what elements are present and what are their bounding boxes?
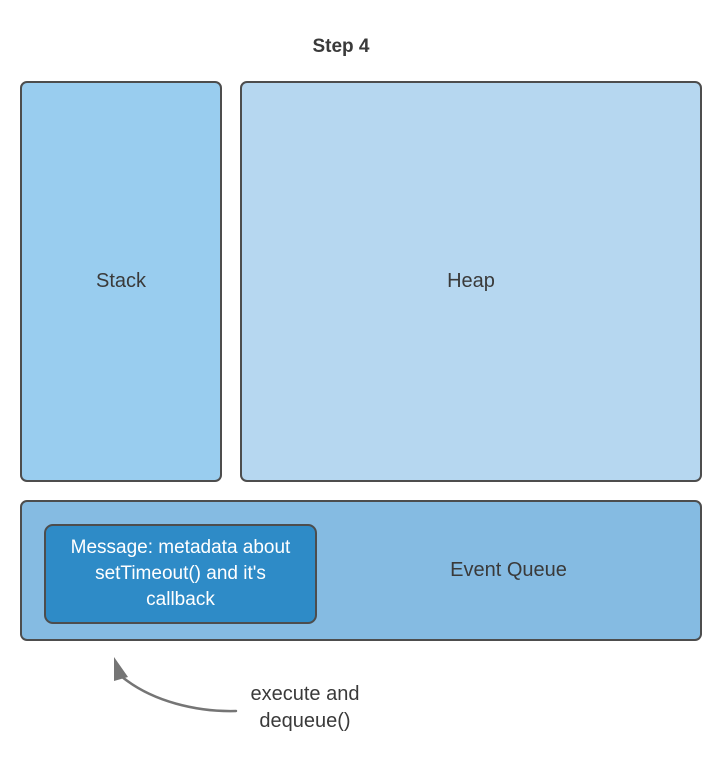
- diagram-title: Step 4: [312, 36, 370, 57]
- stack-box: Stack: [20, 81, 222, 482]
- annotation-line: dequeue(): [259, 710, 351, 732]
- annotation-line: execute and: [250, 683, 360, 705]
- message-box: Message: metadata about setTimeout() and…: [44, 524, 317, 624]
- stack-label: Stack: [95, 270, 147, 292]
- message-line: Message: metadata about: [70, 537, 291, 558]
- event-queue-box: Message: metadata about setTimeout() and…: [20, 500, 702, 641]
- heap-box: Heap: [240, 81, 702, 482]
- execute-dequeue-annotation: execute and dequeue(): [225, 681, 385, 735]
- heap-label: Heap: [447, 270, 495, 292]
- message-line: setTimeout() and it's: [95, 563, 266, 584]
- message-line: callback: [146, 589, 215, 610]
- event-queue-label-wrap: Event Queue: [317, 502, 700, 639]
- event-queue-label: Event Queue: [450, 559, 567, 581]
